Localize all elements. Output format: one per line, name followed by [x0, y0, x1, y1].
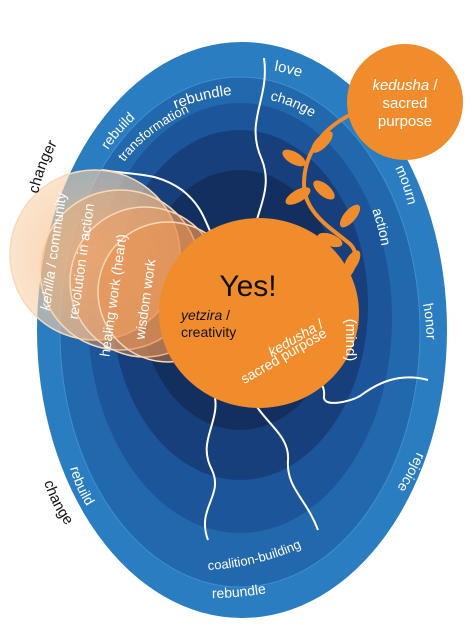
leaf	[311, 131, 333, 153]
leaf	[313, 180, 335, 200]
label-mind: (mind)	[342, 319, 359, 362]
center-yetzira-slash: /	[222, 307, 230, 323]
label-love: love	[273, 58, 304, 81]
leaf	[343, 250, 361, 274]
center-yetzira-line: yetzira /	[180, 307, 230, 323]
leaf	[285, 187, 311, 205]
leaf	[282, 149, 306, 167]
bubble-kedusha-line: kedusha /	[372, 77, 438, 94]
bubble-sacred: sacred	[382, 95, 427, 112]
label-honor: honor	[420, 302, 439, 340]
divider-bottom-left	[203, 391, 217, 541]
leaf	[339, 204, 361, 228]
bubble-purpose: purpose	[378, 113, 432, 130]
center-creativity: creativity	[181, 324, 236, 340]
divider-bottom-right	[249, 391, 319, 531]
bubble-kedusha-italic: kedusha	[372, 77, 429, 94]
leaf	[317, 232, 343, 248]
bubble-kedusha-slash: /	[429, 77, 438, 94]
center-yes-circle	[159, 218, 359, 408]
label-kehilla-italic: kehilla	[37, 270, 58, 312]
center-yetzira-italic: yetzira	[180, 307, 222, 323]
label-rebundle-bottom: rebundle	[212, 580, 267, 601]
center-yes: Yes!	[219, 270, 276, 303]
kedusha-bubble	[347, 44, 463, 160]
vine-branch	[282, 112, 361, 284]
